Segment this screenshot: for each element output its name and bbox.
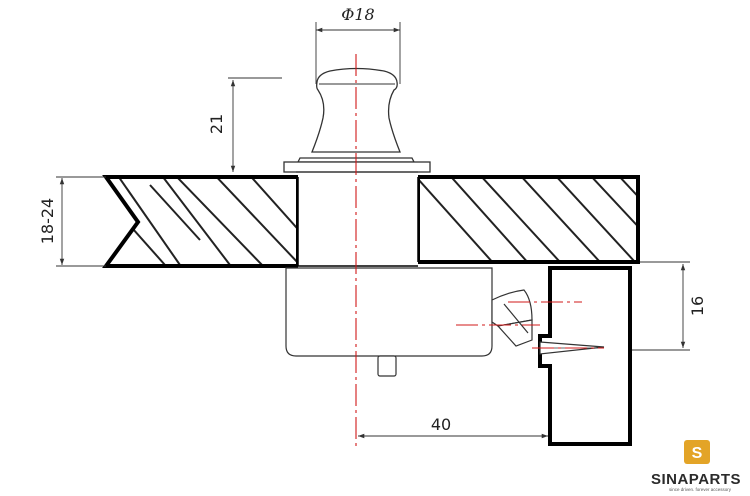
- latch-bolt: [491, 289, 533, 347]
- panel-section: [102, 175, 640, 268]
- lock-pin: [377, 355, 397, 377]
- dim-knob-height: [228, 77, 282, 172]
- brand-tagline: since driven. forever accessory: [669, 487, 732, 492]
- dim-catch-offset-label: 16: [688, 296, 707, 316]
- brand-name: SINAPARTS: [651, 471, 741, 488]
- brand-logo-letter: S: [692, 445, 703, 462]
- centerlines: [355, 54, 604, 446]
- dim-diameter-label: Φ18: [341, 5, 374, 24]
- knob-head: [311, 67, 401, 153]
- shaft: [297, 175, 419, 269]
- panel-hatching-right: [418, 177, 638, 262]
- dim-panel-thickness: [56, 176, 106, 267]
- dim-horizontal-label: 40: [431, 415, 451, 434]
- dim-knob-height-label: 21: [207, 114, 226, 134]
- dim-diameter: [315, 22, 401, 84]
- dim-catch-offset: [632, 261, 690, 351]
- brand-logo: S SINAPARTS since driven. forever access…: [651, 440, 741, 492]
- brand-logo-badge: [684, 440, 710, 464]
- knob: [283, 67, 431, 173]
- lock-body: [285, 267, 493, 377]
- knob-base: [283, 161, 431, 173]
- dim-panel-thickness-label: 18-24: [38, 198, 57, 245]
- panel-left-outline: [102, 175, 300, 268]
- strike-frame: [538, 266, 632, 446]
